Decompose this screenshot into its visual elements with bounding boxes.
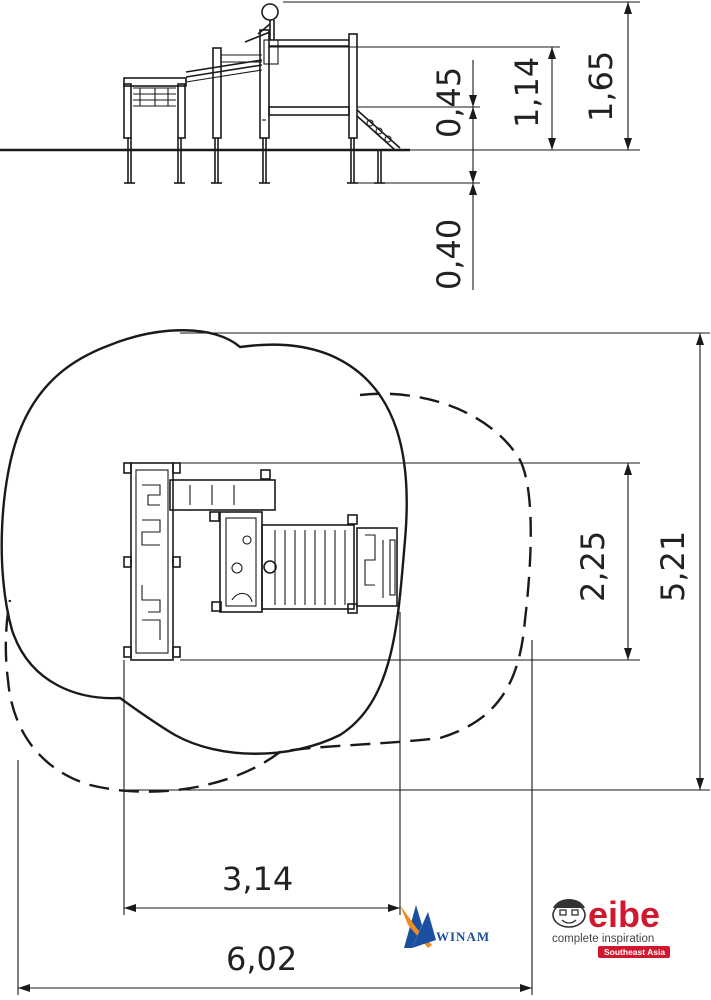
safety-area-dashed xyxy=(4,392,532,793)
side-elevation: 1,65 1,14 0,45 0,40 xyxy=(0,1,640,290)
dim-rail-height: 1,14 xyxy=(508,57,546,128)
eibe-logo: eibe complete inspiration Southeast Asia xyxy=(552,894,670,958)
bench-structure xyxy=(123,77,187,184)
equipment-plan xyxy=(123,462,398,661)
eibe-region: Southeast Asia xyxy=(604,947,665,957)
winam-wordmark: WINAM xyxy=(436,929,490,944)
child-figure xyxy=(244,3,279,65)
dim-platform-height: 0,45 xyxy=(430,67,468,138)
dim-safety-depth: 5,21 xyxy=(654,531,692,602)
plan-view: 2,25 5,21 3,14 6,02 xyxy=(0,329,710,995)
eibe-wordmark: eibe xyxy=(588,894,660,935)
winam-logo: WINAM xyxy=(400,905,490,948)
dim-equipment-width: 3,14 xyxy=(222,860,293,898)
dim-safety-width: 6,02 xyxy=(226,940,297,978)
dim-equipment-depth: 2,25 xyxy=(574,531,612,602)
eibe-tagline: complete inspiration xyxy=(552,933,654,945)
eibe-region-badge xyxy=(598,946,670,958)
eibe-face-icon xyxy=(552,899,586,928)
platform-tower xyxy=(259,29,401,184)
dim-total-height: 1,65 xyxy=(582,51,620,122)
link-rail xyxy=(185,47,263,184)
safety-area-solid xyxy=(0,329,408,755)
dim-foundation-depth: 0,40 xyxy=(430,219,468,290)
